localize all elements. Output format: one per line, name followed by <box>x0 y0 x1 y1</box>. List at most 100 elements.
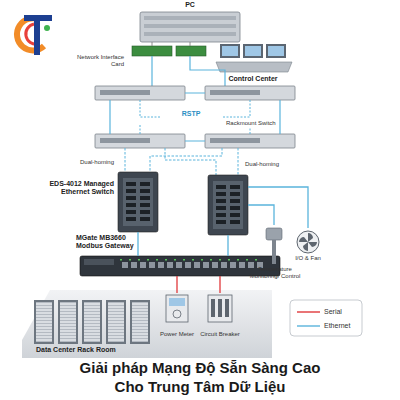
part-label: Rackmount Switch <box>226 120 286 127</box>
device-node: Circuit Breaker <box>202 293 238 349</box>
device-label: MGate MB3660 Modbus Gateway <box>76 234 134 250</box>
port <box>230 262 236 268</box>
port <box>230 199 240 203</box>
network-link <box>176 276 177 293</box>
port <box>201 259 203 261</box>
port <box>176 262 182 268</box>
company-logo <box>17 15 52 55</box>
port <box>219 259 221 261</box>
device-label: Dual-homing <box>68 159 114 166</box>
port <box>106 300 126 344</box>
port <box>216 185 226 189</box>
device-label: Data Center Rack Room <box>36 346 156 354</box>
device-node: Dual-homingEDS-4012 Managed Ethernet Swi… <box>118 172 158 232</box>
port <box>140 196 150 200</box>
device-label: Control Center <box>212 75 294 83</box>
port <box>140 217 150 221</box>
port <box>126 217 136 221</box>
port <box>131 262 137 268</box>
port <box>246 259 248 261</box>
part-label: RSTP <box>176 110 206 118</box>
device-label: Temperature Monitoring/ Control <box>248 266 302 280</box>
device-label: Power Meter <box>156 331 198 338</box>
port <box>149 262 155 268</box>
legend-box <box>290 300 362 336</box>
port <box>140 182 150 186</box>
rack-front <box>132 302 148 342</box>
port <box>174 259 176 261</box>
port <box>230 206 240 210</box>
port <box>239 262 245 268</box>
rack-room <box>22 290 272 358</box>
port <box>82 300 102 344</box>
rack-front <box>60 302 76 342</box>
device-node: Data Center Rack RoomPower MeterCircuit … <box>22 287 272 358</box>
port <box>230 220 240 224</box>
port <box>156 259 158 261</box>
device-node: Power Meter <box>160 293 194 349</box>
rack-front <box>84 302 100 342</box>
port <box>230 192 240 196</box>
network-link <box>248 205 274 225</box>
pc-chassis <box>132 12 240 56</box>
device-label: PC <box>175 1 205 9</box>
device-label: I/O & Fan <box>286 255 330 262</box>
eds-switches <box>118 172 248 235</box>
rackmount-switches <box>95 86 295 148</box>
legend-text: Serial <box>324 308 360 316</box>
port <box>221 262 227 268</box>
port <box>212 262 218 268</box>
device-label: Circuit Breaker <box>198 331 242 338</box>
network-link <box>227 235 228 256</box>
caption-text: Giải pháp Mạng Độ Sẵn Sàng Cao Cho Trung… <box>77 358 323 396</box>
port <box>230 185 240 189</box>
legend-text: Ethernet <box>324 322 360 330</box>
control-center-desk <box>216 44 292 72</box>
rack-front <box>108 302 124 342</box>
port <box>165 259 167 261</box>
device-node: PCNetwork Interface Card <box>140 12 240 42</box>
port <box>216 213 226 217</box>
port <box>126 189 136 193</box>
device-sublabel: Network Interface Card <box>64 54 124 68</box>
port <box>255 259 257 261</box>
temperature-sensor <box>266 228 282 264</box>
port <box>58 300 78 344</box>
port <box>216 199 226 203</box>
port <box>122 262 128 268</box>
network-link <box>248 187 308 228</box>
port <box>248 262 254 268</box>
port <box>203 262 209 268</box>
port <box>192 259 194 261</box>
port <box>185 262 191 268</box>
port <box>140 189 150 193</box>
device-label: Dual-homing <box>245 161 297 168</box>
port <box>120 259 122 261</box>
port <box>126 182 136 186</box>
port <box>140 262 146 268</box>
port <box>237 259 239 261</box>
port <box>216 206 226 210</box>
fan-symbol <box>297 231 319 253</box>
port <box>167 262 173 268</box>
port <box>130 300 150 344</box>
port <box>138 259 140 261</box>
port <box>126 203 136 207</box>
port <box>140 210 150 214</box>
device-node: Control Center <box>212 42 294 74</box>
port <box>34 300 54 344</box>
port <box>216 220 226 224</box>
port <box>230 213 240 217</box>
port <box>210 259 212 261</box>
port <box>129 259 131 261</box>
device-sublabel: EDS-4012 Managed Ethernet Switch <box>44 180 114 196</box>
port <box>140 203 150 207</box>
port <box>126 210 136 214</box>
device-node: Dual-homing <box>208 175 248 235</box>
network-link <box>219 276 220 293</box>
port <box>216 192 226 196</box>
port <box>194 262 200 268</box>
